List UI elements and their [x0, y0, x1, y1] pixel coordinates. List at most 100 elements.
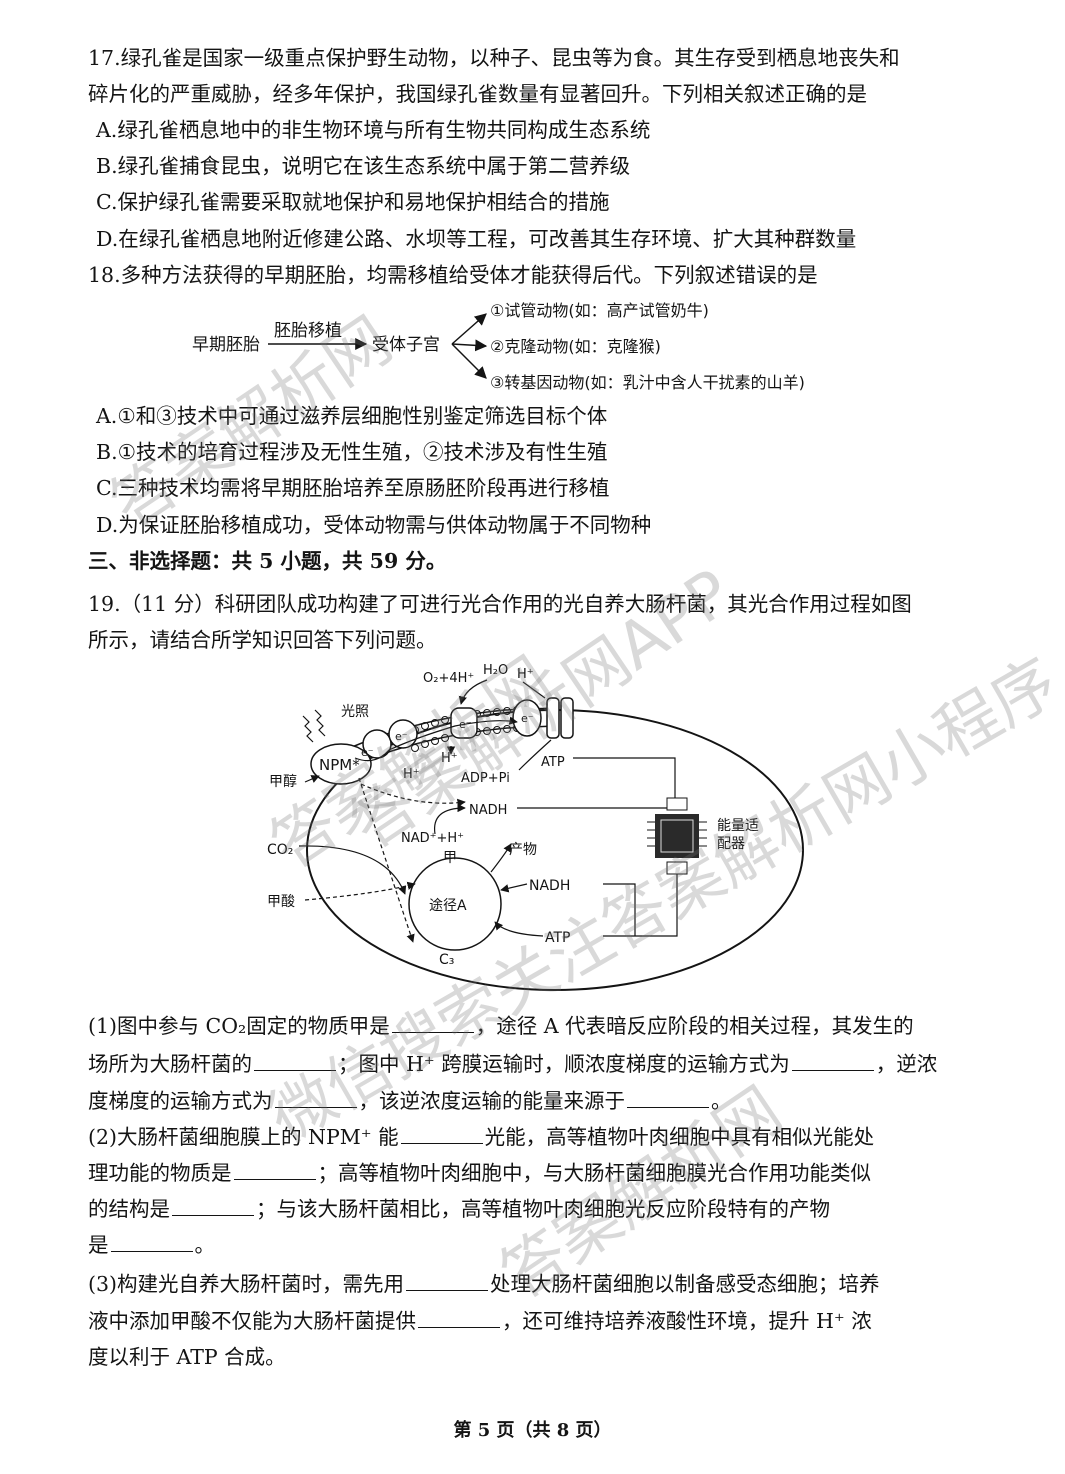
q19-p2-text: 理功能的物质是 [88, 1161, 232, 1185]
electron-carrier-3 [450, 707, 478, 739]
answer-blank-energy-source[interactable] [627, 1087, 709, 1108]
q19-part2-line1: (2)大肠杆菌细胞膜上的 NPM⁺ 能 光能，高等植物叶肉细胞中具有相似光能处 [88, 1123, 874, 1151]
electron-label-4: e⁻ [521, 712, 534, 725]
co2-label: CO₂ [267, 842, 293, 858]
light-wave-icon [302, 715, 314, 743]
q17-stem-line1: 17.绿孔雀是国家一级重点保护野生动物，以种子、昆虫等为食。其生存受到栖息地丧失… [88, 46, 900, 70]
q18-embryo-diagram: 早期胚胎 胚胎移植 受体子宫 ①试管动物(如：高产试管奶牛) ②克隆动物(如：克… [192, 301, 805, 392]
q18-diagram-arrow-label: 胚胎移植 [274, 321, 342, 341]
q19-p2-text: ；与该大肠杆菌相比，高等植物叶肉细胞光反应阶段特有的产物 [256, 1197, 830, 1221]
q18-diagram-branch-3: ③转基因动物(如：乳汁中含人干扰素的山羊) [490, 373, 805, 392]
electron-label-3: e⁻ [459, 718, 472, 731]
q18-diagram-target: 受体子宫 [372, 335, 440, 355]
q19-p2-text: 光能，高等植物叶肉细胞中具有相似光能处 [484, 1125, 875, 1149]
q18-stem: 18.多种方法获得的早期胚胎，均需移植给受体才能获得后代。下列叙述错误的是 [88, 263, 818, 287]
npm-label: NPM* [319, 756, 360, 774]
adapter-to-atp-line [603, 874, 678, 937]
substance-jia-label: 甲 [443, 850, 457, 866]
atp-synthase [546, 697, 560, 739]
answer-blank-treatment[interactable] [406, 1270, 489, 1291]
hplus-top-label: H⁺ [517, 667, 534, 682]
q19-part3-line3: 度以利于 ATP 合成。 [88, 1345, 286, 1369]
answer-blank-formic-role[interactable] [418, 1307, 500, 1328]
q18-diagram-branch-2: ②克隆动物(如：克隆猴) [490, 337, 661, 356]
q19-p1-text: ，逆浓 [875, 1052, 938, 1076]
q19-p1-text: 度梯度的运输方式为 [88, 1089, 273, 1113]
pathway-a-label: 途径A [429, 897, 467, 914]
hplus-label-a: H⁺ [441, 751, 458, 766]
atp-to-adapter-line [573, 757, 676, 808]
q19-part2-line2: 理功能的物质是 ；高等植物叶肉细胞中，与大肠杆菌细胞膜光合作用功能类似 [88, 1159, 871, 1187]
q19-p2-text: (2)大肠杆菌细胞膜上的 NPM⁺ 能 [88, 1125, 399, 1149]
q17-stem-line2: 碎片化的严重威胁，经多年保护，我国绿孔雀数量有显著回升。下列相关叙述正确的是 [88, 82, 867, 106]
nad-label: NAD⁺+H⁺ [401, 831, 464, 846]
light-label: 光照 [341, 704, 369, 720]
methanol-label: 甲醇 [269, 773, 297, 790]
answer-blank-pigment[interactable] [233, 1159, 316, 1180]
pathway-a-cycle [408, 857, 502, 951]
q17-option-b: B.绿孔雀捕食昆虫，说明它在该生态系统中属于第二营养级 [96, 154, 631, 178]
q19-part1-line3: 度梯度的运输方式为 ，该逆浓度运输的能量来源于 。 [88, 1087, 732, 1115]
hplus-label-b: H⁺ [403, 767, 420, 782]
npm-protein [310, 743, 372, 785]
q19-part1-line1: (1)图中参与 CO₂固定的物质甲是 ，途径 A 代表暗反应阶段的相关过程，其发生… [88, 1012, 914, 1040]
answer-blank-substance-jia[interactable] [391, 1012, 474, 1033]
atp-label-top: ATP [541, 755, 565, 770]
q18-diagram-branch-1: ①试管动物(如：高产试管奶牛) [490, 301, 709, 320]
q19-p1-text: (1)图中参与 CO₂固定的物质甲是 [88, 1014, 390, 1038]
q19-p2-text: 。 [194, 1233, 216, 1257]
answer-blank-structure[interactable] [172, 1195, 254, 1216]
nadh-label-top: NADH [469, 803, 507, 818]
q19-part3-line1: (3)构建光自养大肠杆菌时，需先用处理大肠杆菌细胞以制备感受态细胞；培养 [88, 1270, 880, 1298]
q18-option-c: C.三种技术均需将早期胚胎培养至原肠胚阶段再进行移植 [96, 476, 610, 500]
q19-p1-text: 。 [711, 1089, 732, 1113]
section-three-heading: 三、非选择题：共 5 小题，共 59 分。 [88, 549, 447, 573]
adp-label: ADP+Pi [461, 771, 510, 786]
q17-option-d: D.在绿孔雀栖息地附近修建公路、水坝等工程，可改善其生存环境、扩大其种群数量 [96, 227, 857, 251]
q19-p1-text: ，途径 A 代表暗反应阶段的相关过程，其发生的 [475, 1014, 914, 1038]
q19-photosynthesis-figure: NPM* e⁻ e⁻ e⁻ e⁻ 光照 O₂+4H⁺ H₂O H⁺ H⁺ H⁺ … [267, 663, 804, 991]
q17-option-a: A.绿孔雀栖息地中的非生物环境与所有生物共同构成生态系统 [96, 118, 651, 142]
energy-adapter-label-1: 能量适 [717, 818, 759, 834]
answer-blank-unique-product[interactable] [110, 1231, 193, 1252]
dashed-electron-path [360, 783, 466, 808]
q18-diagram-arrow-3 [451, 343, 487, 379]
q18-diagram-arrow-2 [451, 339, 488, 352]
page-footer: 第 5 页（共 8 页） [453, 1420, 612, 1441]
q19-p1-text: ，该逆浓度运输的能量来源于 [358, 1089, 626, 1113]
q19-p1-text: ；图中 H⁺ 跨膜运输时，顺浓度梯度的运输方式为 [338, 1052, 790, 1076]
q19-p2-text: 是 [88, 1233, 109, 1257]
q19-p2-text: ；高等植物叶肉细胞中，与大肠杆菌细胞膜光合作用功能类似 [317, 1161, 872, 1185]
answer-blank-light-function[interactable] [400, 1123, 483, 1144]
q19-stem-line1: 19.（11 分）科研团队成功构建了可进行光合作用的光自养大肠杆菌，其光合作用过… [88, 592, 912, 616]
energy-adapter-label-2: 配器 [717, 836, 745, 852]
answer-blank-passive-transport[interactable] [791, 1050, 874, 1071]
q19-part2-line4: 是。 [88, 1231, 215, 1259]
q19-stem-line2: 所示，请结合所学知识回答下列问题。 [88, 628, 437, 652]
nadh-label-bottom: NADH [529, 878, 570, 894]
q19-p3-text: (3)构建光自养大肠杆菌时，需先用 [88, 1272, 405, 1296]
q19-p2-text: 的结构是 [88, 1197, 170, 1221]
q18-diagram-source: 早期胚胎 [192, 335, 260, 355]
product-label: 产物 [509, 842, 537, 858]
answer-blank-active-transport[interactable] [274, 1087, 357, 1108]
formic-acid-label: 甲酸 [267, 894, 295, 910]
q18-option-a: A.①和③技术中可通过滋养层细胞性别鉴定筛选目标个体 [96, 404, 608, 428]
q19-part1-line2: 场所为大肠杆菌的 ；图中 H⁺ 跨膜运输时，顺浓度梯度的运输方式为 ，逆浓 [88, 1050, 937, 1078]
q17-option-c: C.保护绿孔雀需要采取就地保护和易地保护相结合的措施 [96, 190, 610, 214]
q19-part2-line3: 的结构是 ；与该大肠杆菌相比，高等植物叶肉细胞光反应阶段特有的产物 [88, 1195, 830, 1223]
c3-label: C₃ [439, 952, 454, 968]
q18-option-b: B.①技术的培育过程涉及无性生殖，②技术涉及有性生殖 [96, 440, 608, 464]
q19-part3-line2: 液中添加甲酸不仅能为大肠杆菌提供，还可维持培养液酸性环境，提升 H⁺ 浓 [88, 1307, 872, 1335]
q19-p3-text: 液中添加甲酸不仅能为大肠杆菌提供 [88, 1309, 416, 1333]
h2o-label: H₂O [483, 663, 508, 678]
q18-option-d: D.为保证胚胎移植成功，受体动物需与供体动物属于不同物种 [96, 513, 652, 537]
energy-adapter-chip [647, 797, 707, 875]
q18-diagram-arrow-1 [451, 313, 487, 345]
o2-label: O₂+4H⁺ [423, 671, 474, 686]
q19-p1-text: 场所为大肠杆菌的 [88, 1052, 252, 1076]
answer-blank-site[interactable] [254, 1050, 336, 1071]
electron-label-1: e⁻ [361, 746, 374, 759]
electron-label-2: e⁻ [395, 730, 408, 743]
electron-carrier-1 [362, 729, 392, 759]
